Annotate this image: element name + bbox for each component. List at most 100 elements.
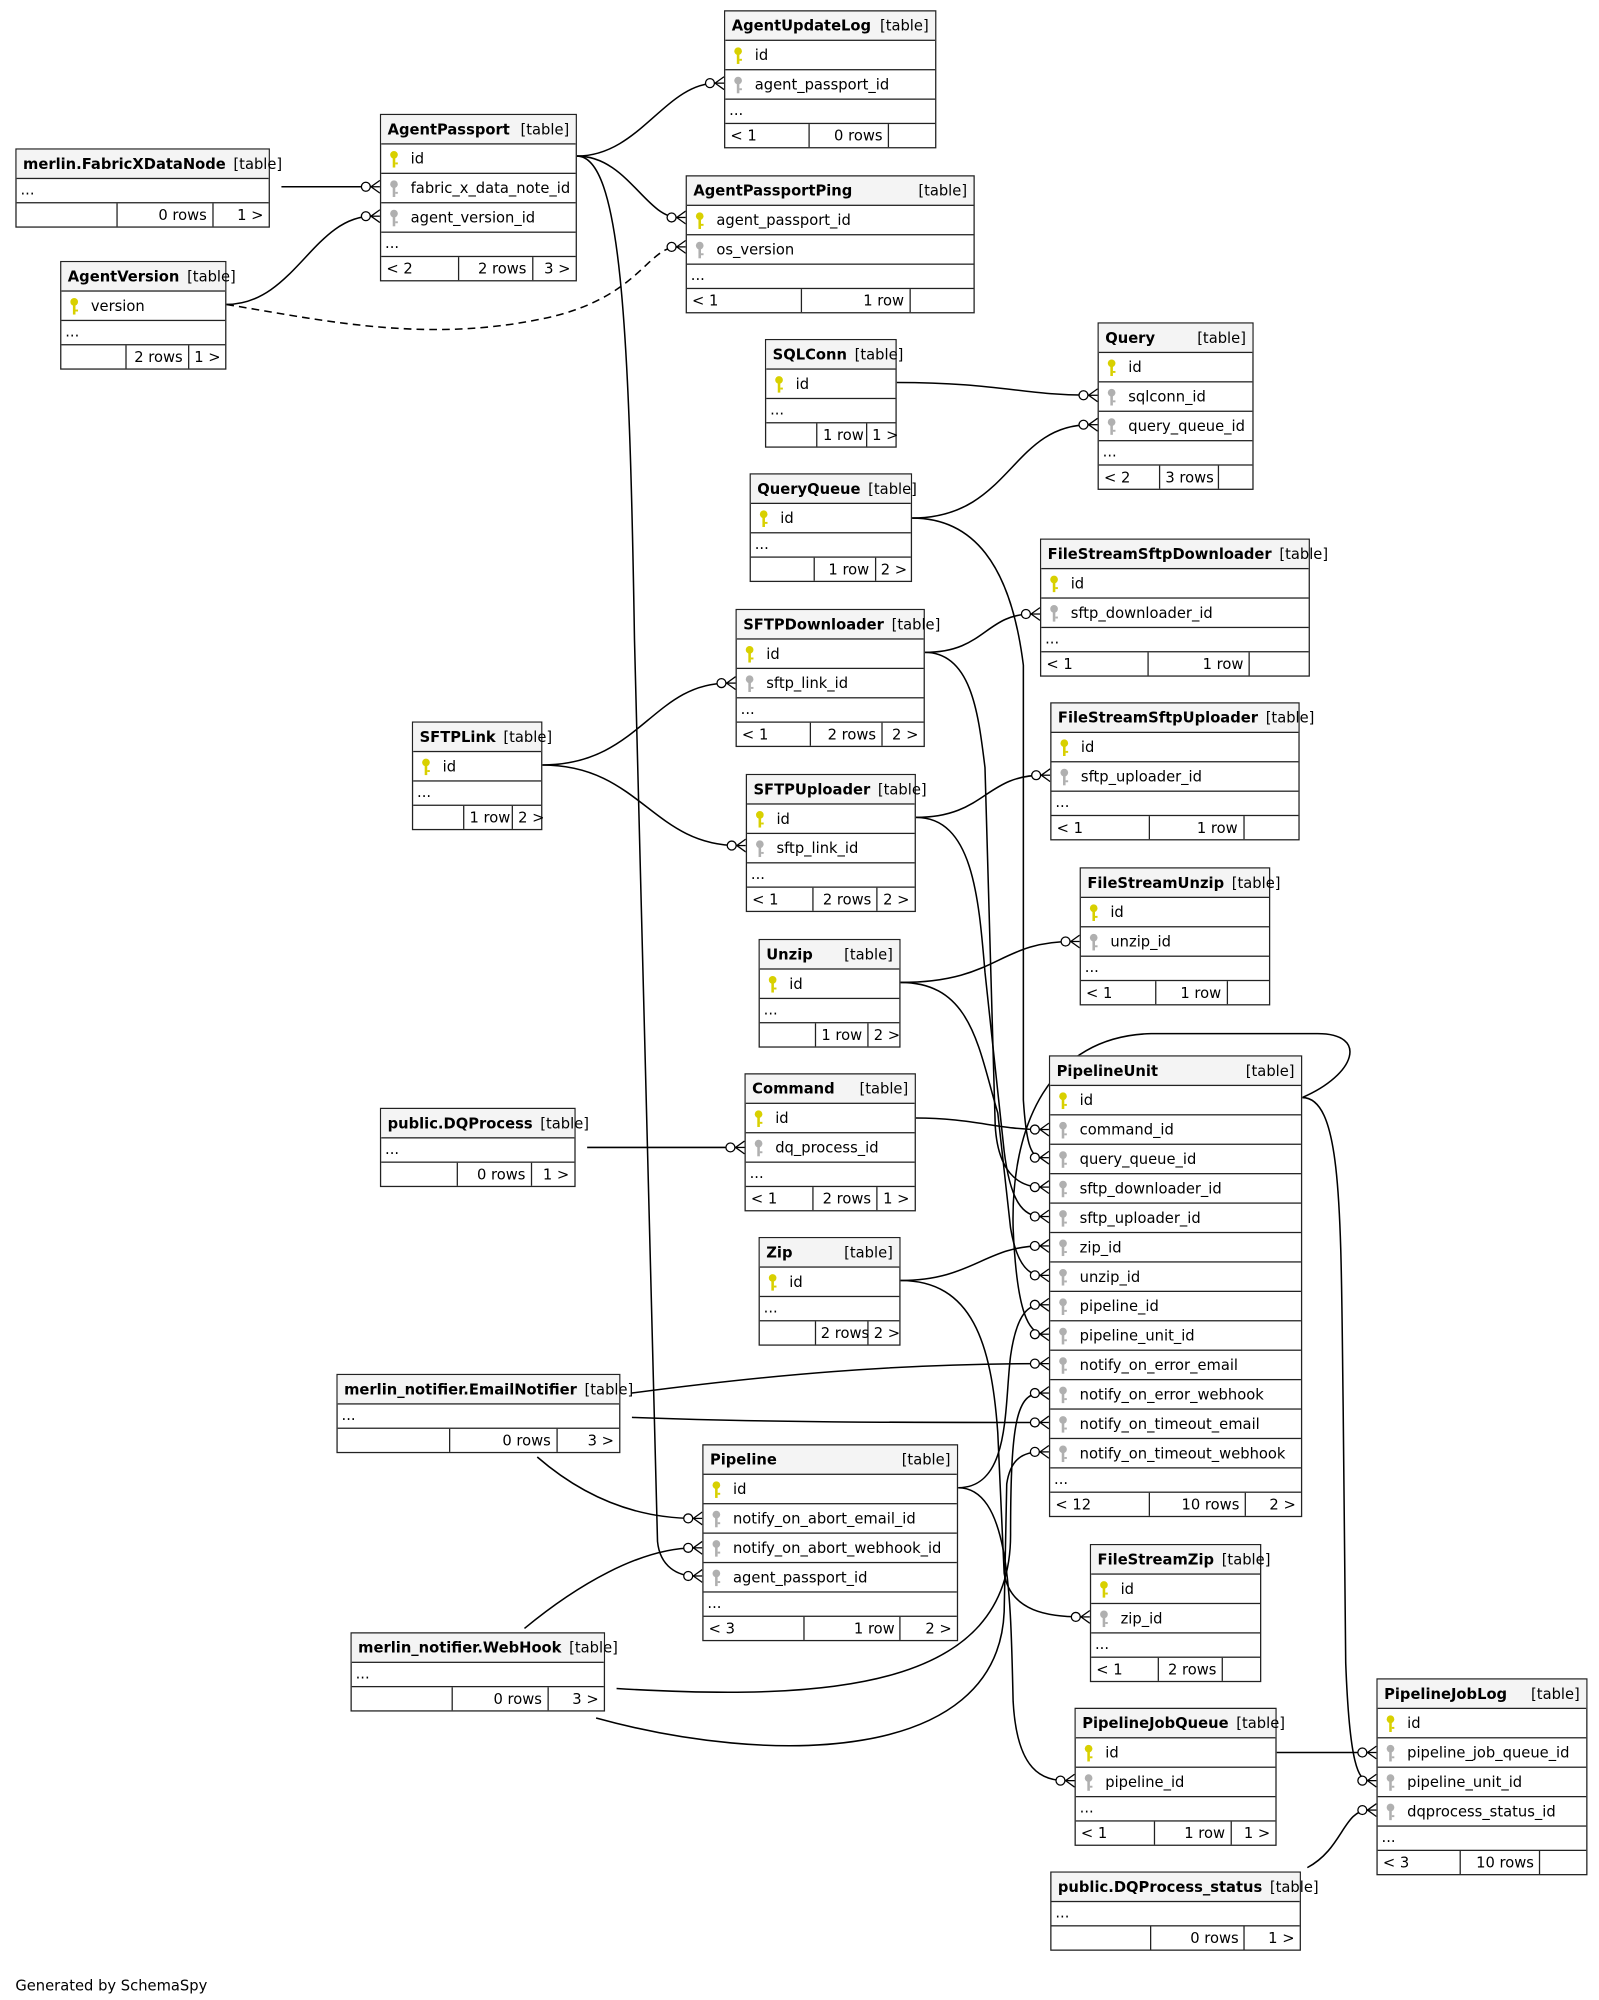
column-row[interactable]: fabric_x_data_note_id xyxy=(381,174,576,204)
column-row[interactable]: zip_id xyxy=(1050,1233,1301,1263)
child-count[interactable]: 1 > xyxy=(1243,1824,1271,1843)
column-row[interactable]: dqprocess_status_id xyxy=(1377,1797,1587,1827)
table-name[interactable]: PipelineJobLog xyxy=(1384,1684,1508,1703)
parent-count[interactable] xyxy=(760,1023,816,1047)
child-count[interactable]: 3 > xyxy=(587,1431,614,1450)
child-count[interactable]: 1 > xyxy=(1268,1929,1295,1947)
table-name[interactable]: Query xyxy=(1105,328,1156,347)
child-count[interactable]: 1 > xyxy=(883,1189,910,1208)
column-row[interactable]: id xyxy=(703,1475,957,1505)
column-row[interactable]: pipeline_id xyxy=(1050,1292,1301,1322)
table-name[interactable]: FileStreamUnzip xyxy=(1087,873,1225,892)
parent-count[interactable]: < 2 xyxy=(381,257,459,281)
table-name[interactable]: FileStreamZip xyxy=(1097,1550,1215,1569)
child-count[interactable]: 1 > xyxy=(542,1165,570,1184)
column-row[interactable]: id xyxy=(1098,353,1253,383)
child-count[interactable]: 1 > xyxy=(194,347,221,366)
table-name[interactable]: SQLConn xyxy=(772,345,847,364)
child-count[interactable] xyxy=(889,124,935,147)
parent-count[interactable]: < 1 xyxy=(1052,816,1151,840)
table-name[interactable]: QueryQueue xyxy=(757,479,861,498)
table-name[interactable]: merlin.FabricXDataNode xyxy=(23,154,226,173)
child-count[interactable]: 2 > xyxy=(883,890,910,909)
column-row[interactable]: sftp_uploader_id xyxy=(1051,762,1299,792)
column-row[interactable]: agent_passport_id xyxy=(725,70,936,100)
column-row[interactable]: id xyxy=(759,1268,900,1298)
column-row[interactable]: notify_on_error_webhook xyxy=(1050,1380,1301,1410)
column-row[interactable]: sftp_downloader_id xyxy=(1041,599,1309,629)
column-row[interactable]: id xyxy=(745,1104,915,1134)
child-count[interactable]: 2 > xyxy=(925,1619,952,1638)
parent-count[interactable]: < 1 xyxy=(1076,1821,1156,1845)
table-name[interactable]: Unzip xyxy=(766,945,813,964)
column-row[interactable]: id xyxy=(1051,733,1299,763)
column-row[interactable]: id xyxy=(766,370,896,400)
parent-count[interactable] xyxy=(766,423,818,447)
parent-count[interactable]: < 3 xyxy=(704,1616,805,1640)
column-row[interactable]: id xyxy=(750,504,911,534)
child-count[interactable] xyxy=(1228,981,1269,1004)
column-row[interactable]: sftp_link_id xyxy=(736,669,924,699)
table-name[interactable]: Command xyxy=(752,1079,835,1098)
table-name[interactable]: Pipeline xyxy=(709,1450,777,1469)
column-row[interactable]: id xyxy=(381,145,576,174)
column-row[interactable]: notify_on_error_email xyxy=(1050,1351,1301,1381)
column-row[interactable]: sqlconn_id xyxy=(1098,382,1253,412)
child-count[interactable]: 2 > xyxy=(1269,1495,1296,1514)
child-count[interactable]: 2 > xyxy=(873,1323,901,1342)
child-count[interactable]: 2 > xyxy=(880,560,908,579)
table-name[interactable]: FileStreamSftpDownloader xyxy=(1047,544,1272,563)
column-row[interactable]: pipeline_unit_id xyxy=(1377,1768,1587,1798)
column-row[interactable]: id xyxy=(1050,1086,1301,1116)
column-row[interactable]: sftp_uploader_id xyxy=(1050,1204,1301,1234)
column-row[interactable]: pipeline_unit_id xyxy=(1050,1321,1301,1351)
parent-count[interactable] xyxy=(1052,1926,1151,1950)
child-count[interactable] xyxy=(1223,1658,1260,1681)
table-agentpassportping[interactable]: AgentPassportPing[table]agent_passport_i… xyxy=(685,175,975,314)
column-row[interactable]: sftp_link_id xyxy=(747,834,915,864)
column-row[interactable]: id xyxy=(747,805,915,835)
table-name[interactable]: PipelineUnit xyxy=(1056,1061,1158,1080)
column-row[interactable]: notify_on_timeout_webhook xyxy=(1050,1439,1301,1469)
parent-count[interactable]: < 1 xyxy=(1041,652,1149,676)
table-name[interactable]: public.DQProcess xyxy=(387,1114,533,1133)
child-count[interactable]: 2 > xyxy=(892,725,919,744)
parent-count[interactable]: < 1 xyxy=(1091,1657,1159,1681)
column-row[interactable]: query_queue_id xyxy=(1050,1145,1301,1175)
column-row[interactable]: agent_version_id xyxy=(381,203,576,233)
table-name[interactable]: PipelineJobQueue xyxy=(1082,1714,1229,1733)
parent-count[interactable]: < 1 xyxy=(687,289,802,313)
parent-count[interactable]: < 1 xyxy=(737,722,812,746)
column-row[interactable]: notify_on_abort_email_id xyxy=(703,1504,957,1534)
parent-count[interactable] xyxy=(760,1321,816,1345)
child-count[interactable]: 3 > xyxy=(544,259,571,278)
table-name[interactable]: FileStreamSftpUploader xyxy=(1057,708,1259,727)
table-name[interactable]: merlin_notifier.EmailNotifier xyxy=(344,1380,577,1399)
table-name[interactable]: SFTPDownloader xyxy=(743,615,884,634)
child-count[interactable]: 2 > xyxy=(873,1025,901,1044)
column-row[interactable]: notify_on_timeout_email xyxy=(1050,1410,1301,1440)
column-row[interactable]: os_version xyxy=(686,235,974,265)
column-row[interactable]: sftp_downloader_id xyxy=(1050,1174,1301,1204)
table-name[interactable]: Zip xyxy=(766,1243,793,1262)
column-row[interactable]: id xyxy=(1080,898,1269,928)
child-count[interactable]: 1 > xyxy=(237,205,264,224)
column-row[interactable]: command_id xyxy=(1050,1115,1301,1145)
parent-count[interactable] xyxy=(381,1162,459,1186)
column-row[interactable]: pipeline_id xyxy=(1075,1768,1276,1798)
